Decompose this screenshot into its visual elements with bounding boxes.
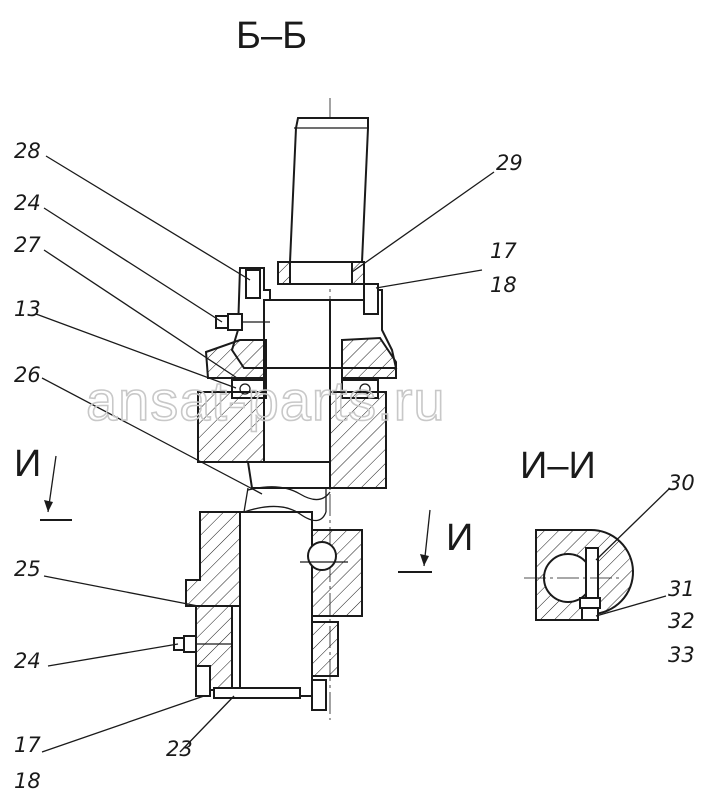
callout-24-top: 24 bbox=[14, 191, 41, 215]
section-title-i-i: И–И bbox=[520, 445, 596, 487]
callout-13: 13 bbox=[14, 297, 41, 321]
callout-30: 30 bbox=[668, 471, 695, 495]
callout-33: 33 bbox=[668, 643, 695, 667]
callout-17-top: 17 bbox=[490, 239, 517, 263]
svg-text:И: И bbox=[446, 517, 473, 559]
shaft-upper bbox=[288, 117, 369, 263]
watermark-text: ansat-parts.ru bbox=[86, 369, 446, 432]
detail-view-i-i bbox=[524, 528, 634, 621]
leader-lines bbox=[35, 155, 671, 753]
callout-26: 26 bbox=[14, 363, 41, 387]
view-marker-right: И bbox=[398, 509, 473, 573]
svg-text:И: И bbox=[14, 443, 41, 485]
callout-32: 32 bbox=[668, 609, 695, 633]
callouts: 28 24 27 13 26 29 17 18 25 24 17 18 23 3… bbox=[14, 139, 695, 793]
callout-31: 31 bbox=[668, 577, 695, 601]
callout-23: 23 bbox=[166, 737, 193, 761]
grease-fitting-bottom bbox=[173, 635, 232, 653]
upper-cap-housing bbox=[204, 267, 398, 379]
section-title-b-b: Б–Б bbox=[236, 15, 307, 57]
callout-29: 29 bbox=[496, 151, 523, 175]
shaft-break-line bbox=[247, 486, 331, 501]
callout-18-top: 18 bbox=[490, 273, 517, 297]
callout-25: 25 bbox=[14, 557, 41, 581]
callout-18-bottom: 18 bbox=[14, 769, 41, 793]
washer-23 bbox=[213, 687, 301, 699]
lower-body-block bbox=[185, 511, 363, 697]
callout-17-bottom: 17 bbox=[14, 733, 41, 757]
callout-27: 27 bbox=[14, 233, 41, 257]
callout-28: 28 bbox=[14, 139, 41, 163]
callout-24-bottom: 24 bbox=[14, 649, 41, 673]
lower-flange-25 bbox=[195, 605, 339, 711]
seal-ring-29 bbox=[277, 261, 365, 285]
view-marker-left: И bbox=[14, 443, 72, 521]
upper-body-block bbox=[197, 299, 387, 489]
